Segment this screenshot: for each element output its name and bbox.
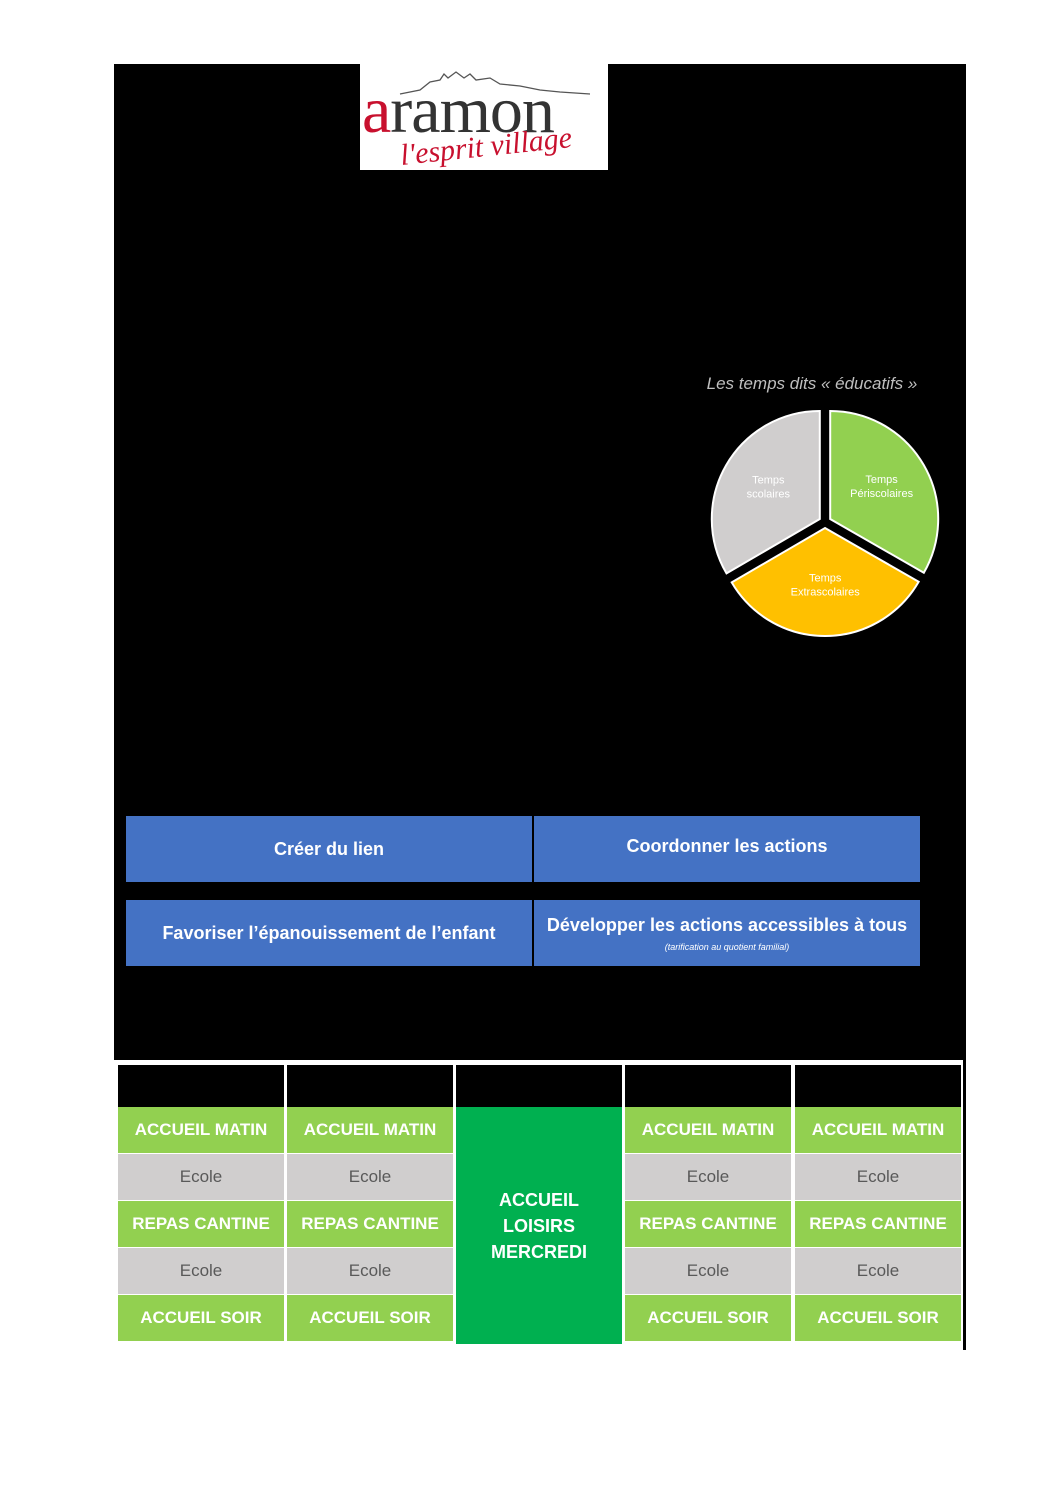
- column-header: [625, 1065, 791, 1107]
- goal-label: Développer les actions accessibles à tou…: [546, 914, 908, 935]
- column-header: [287, 1065, 453, 1107]
- goal-label: Créer du lien: [273, 838, 385, 859]
- goal-note: (tarification au quotient familial): [664, 941, 790, 952]
- ecole-cell: Ecole: [118, 1248, 284, 1295]
- column-header: [118, 1065, 284, 1107]
- accueil-loisirs-mercredi-cell: ACCUEIL LOISIRS MERCREDI: [456, 1107, 622, 1344]
- slice-scolaire: [710, 410, 821, 575]
- column-header: [456, 1065, 622, 1107]
- accueil-soir-cell: ACCUEIL SOIR: [795, 1295, 961, 1342]
- column-header: [795, 1065, 961, 1107]
- aramon-logo: aramon l'esprit village: [360, 64, 608, 170]
- ecole-cell: Ecole: [625, 1248, 791, 1295]
- slice-periscolaire: [829, 409, 940, 575]
- goal-label: Favoriser l’épanouissement de l’enfant: [162, 922, 496, 943]
- village-skyline-icon: [399, 71, 591, 95]
- ecole-cell: Ecole: [625, 1154, 791, 1201]
- schedule-column-mercredi: ACCUEIL LOISIRS MERCREDI: [456, 1065, 622, 1344]
- pie-title: Les temps dits « éducatifs »: [706, 374, 918, 393]
- repas-cantine-cell: REPAS CANTINE: [795, 1201, 961, 1248]
- slice-extrascolaire: [730, 526, 921, 637]
- goal-label: Coordonner les actions: [626, 836, 828, 856]
- accueil-matin-cell: ACCUEIL MATIN: [287, 1107, 453, 1154]
- accueil-matin-cell: ACCUEIL MATIN: [118, 1107, 284, 1154]
- schedule-column-day5: ACCUEIL MATIN Ecole REPAS CANTINE Ecole …: [795, 1065, 961, 1342]
- repas-cantine-cell: REPAS CANTINE: [287, 1201, 453, 1248]
- accueil-soir-cell: ACCUEIL SOIR: [625, 1295, 791, 1342]
- logo-wordmark: aramon: [362, 74, 555, 147]
- schedule-column-day1: ACCUEIL MATIN Ecole REPAS CANTINE Ecole …: [118, 1065, 284, 1342]
- ecole-cell: Ecole: [287, 1248, 453, 1295]
- goal-coordonner: Coordonner les actions: [534, 816, 920, 882]
- repas-cantine-cell: REPAS CANTINE: [118, 1201, 284, 1248]
- schedule-column-day2: ACCUEIL MATIN Ecole REPAS CANTINE Ecole …: [287, 1065, 453, 1342]
- goal-favoriser: Favoriser l’épanouissement de l’enfant: [126, 900, 532, 966]
- ecole-cell: Ecole: [118, 1154, 284, 1201]
- ecole-cell: Ecole: [795, 1154, 961, 1201]
- ecole-cell: Ecole: [795, 1248, 961, 1295]
- repas-cantine-cell: REPAS CANTINE: [625, 1201, 791, 1248]
- accueil-soir-cell: ACCUEIL SOIR: [118, 1295, 284, 1342]
- schedule-column-day4: ACCUEIL MATIN Ecole REPAS CANTINE Ecole …: [625, 1065, 791, 1342]
- black-border: [963, 1060, 966, 1350]
- accueil-soir-cell: ACCUEIL SOIR: [287, 1295, 453, 1342]
- accueil-matin-cell: ACCUEIL MATIN: [625, 1107, 791, 1154]
- goal-developper: Développer les actions accessibles à tou…: [534, 900, 920, 966]
- accueil-matin-cell: ACCUEIL MATIN: [795, 1107, 961, 1154]
- goal-creer-du-lien: Créer du lien: [126, 816, 532, 882]
- ecole-cell: Ecole: [287, 1154, 453, 1201]
